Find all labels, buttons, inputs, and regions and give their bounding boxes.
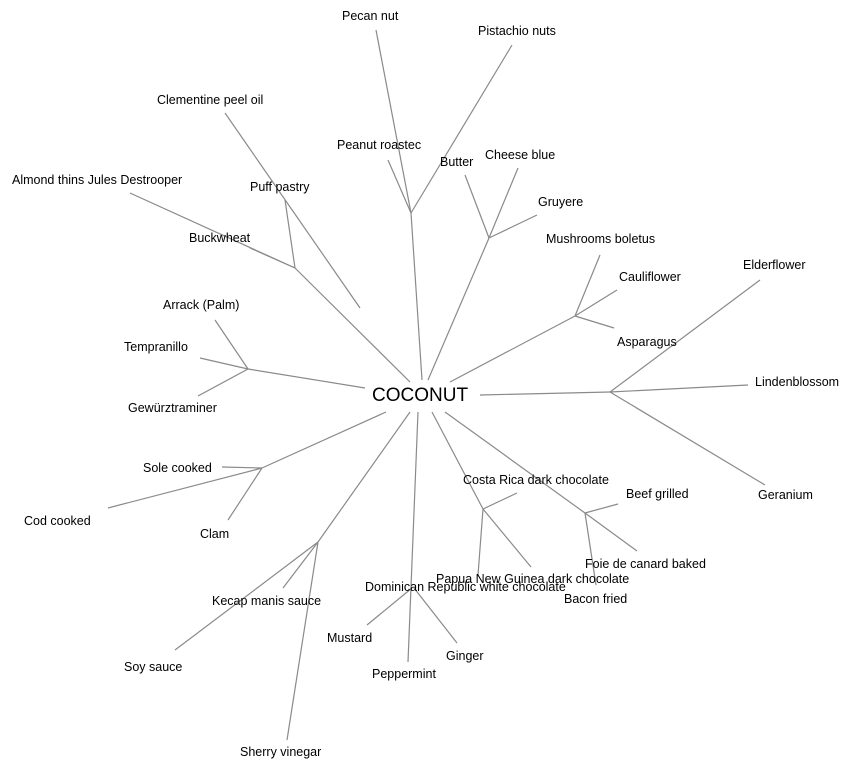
- tree-edge: [488, 214, 538, 239]
- tree-edge: [282, 541, 319, 589]
- leaf-node-label: Costa Rica dark chocolate: [463, 473, 609, 487]
- tree-edge: [317, 411, 411, 543]
- tree-edge: [221, 466, 263, 469]
- leaf-node-label: Geranium: [758, 488, 813, 502]
- tree-edge: [214, 319, 249, 370]
- leaf-node-label: Clementine peel oil: [157, 93, 264, 107]
- leaf-node-label: Kecap manis sauce: [212, 594, 322, 608]
- tree-edge: [247, 368, 366, 389]
- tree-edge: [284, 199, 296, 269]
- tree-edge: [227, 467, 263, 521]
- leaf-node-label: Elderflower: [743, 258, 806, 272]
- leaf-node-label: Beef grilled: [626, 487, 689, 501]
- root-node-label: COCONUT: [372, 385, 469, 406]
- leaf-node-label: Soy sauce: [124, 660, 183, 674]
- tree-edge: [427, 237, 490, 381]
- tree-edge: [224, 112, 361, 309]
- leaf-node-label: Dominican Republic white chocolate: [365, 580, 566, 594]
- leaf-node-label: Peppermint: [372, 667, 436, 681]
- tree-edge: [449, 315, 576, 383]
- leaf-node-label: Puff pastry: [250, 180, 310, 194]
- tree-edge: [584, 512, 638, 552]
- tree-edge: [488, 167, 519, 239]
- tree-edge: [477, 508, 484, 576]
- tree-edge: [584, 503, 619, 514]
- leaf-node-label: Bacon fried: [564, 592, 628, 606]
- tree-edge: [609, 279, 761, 393]
- leaf-node-label: Mustard: [327, 631, 373, 645]
- tree-edge: [574, 289, 618, 317]
- leaf-node-label: Butter: [440, 155, 474, 169]
- leaf-node-label: Asparagus: [617, 335, 677, 349]
- tree-edge: [574, 315, 615, 329]
- tree-edge: [482, 492, 518, 510]
- tree-edge: [413, 587, 458, 644]
- leaf-node-label: Almond thins Jules Destrooper: [12, 173, 183, 187]
- leaf-node-label: Gewürztraminer: [128, 401, 217, 415]
- tree-edge: [410, 212, 423, 381]
- leaf-node-label: Clam: [200, 527, 230, 541]
- leaf-node-label: Sole cooked: [143, 461, 212, 475]
- leaf-node-label: Tempranillo: [124, 340, 188, 354]
- tree-edge: [609, 391, 766, 486]
- tree-edge: [107, 467, 263, 509]
- leaf-node-label: Sherry vinegar: [240, 745, 322, 759]
- tree-edge: [464, 174, 490, 239]
- tree-edge: [387, 159, 412, 214]
- leaf-node-label: Cheese blue: [485, 148, 556, 162]
- leaf-node-label: Arrack (Palm): [163, 298, 240, 312]
- tree-edge: [294, 267, 411, 383]
- tree-edge: [407, 411, 419, 663]
- tree-edge: [261, 411, 387, 469]
- leaf-node-label: Pistachio nuts: [478, 24, 556, 38]
- tree-edge: [574, 254, 601, 317]
- leaf-node-label: Lindenblossom: [755, 375, 840, 389]
- tree-edge: [431, 411, 484, 510]
- tree-edge: [410, 44, 513, 214]
- tree-edge: [174, 541, 319, 651]
- leaf-node-label: Foie de canard baked: [585, 557, 706, 571]
- leaf-node-label: Cod cooked: [24, 514, 91, 528]
- leaf-node-label: Gruyere: [538, 195, 584, 209]
- tree-edge: [375, 29, 412, 214]
- tree-edge: [609, 384, 749, 393]
- leaf-node-label: Pecan nut: [342, 9, 399, 23]
- leaf-node-label: Ginger: [446, 649, 484, 663]
- leaf-node-label: Mushrooms boletus: [546, 232, 656, 246]
- leaf-node-label: Buckwheat: [189, 231, 251, 245]
- tree-edge: [444, 411, 586, 514]
- tree-edge: [479, 391, 611, 396]
- tree-edge: [366, 587, 413, 626]
- tree-edge: [197, 368, 249, 397]
- leaf-node-label: Cauliflower: [619, 270, 681, 284]
- leaf-node-label: Peanut roastec: [337, 138, 422, 152]
- tree-edge: [482, 508, 532, 568]
- tree-edge: [584, 512, 597, 586]
- leaf-node-label: Papua New Guinea dark chocolate: [436, 572, 630, 586]
- tree-edge: [129, 192, 296, 269]
- tree-edge: [286, 541, 319, 741]
- tree-edge: [199, 357, 249, 370]
